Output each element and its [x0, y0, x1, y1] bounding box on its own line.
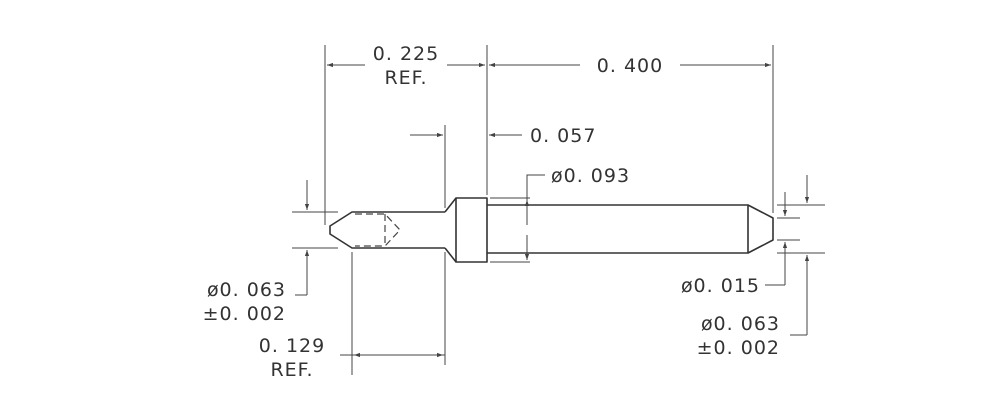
dim-overall-left-value: 0. 225	[373, 43, 439, 65]
dim-left-tip-diameter-tol: ±0. 002	[203, 303, 286, 325]
left-shoulder	[444, 197, 457, 263]
shaft	[487, 204, 749, 254]
dim-left-tip-diameter-value: ø0. 063	[207, 279, 286, 301]
dim-left-length-value: 0. 129	[259, 335, 325, 357]
dim-right-diameter-tol: ±0. 002	[697, 337, 780, 359]
left-tip	[329, 211, 445, 249]
left-tip-hidden-cone	[355, 213, 401, 247]
dim-overall-left-note: REF.	[384, 67, 427, 89]
dim-collar-diameter-value: ø0. 093	[551, 165, 630, 187]
dim-right-tip-flat-value: ø0. 015	[681, 275, 760, 297]
dim-left-length-note: REF.	[270, 359, 313, 381]
dim-right-diameter-value: ø0. 063	[701, 313, 780, 335]
right-chamfer	[747, 204, 774, 254]
dimension-lines	[295, 62, 810, 358]
pin-outline	[329, 197, 774, 263]
collar	[455, 197, 488, 263]
dim-collar-width-value: 0. 057	[530, 125, 596, 147]
dim-overall-right-value: 0. 400	[597, 55, 663, 77]
dimension-labels: 0. 225 REF. 0. 400 0. 057 ø0. 093 ø0. 06…	[203, 43, 780, 381]
